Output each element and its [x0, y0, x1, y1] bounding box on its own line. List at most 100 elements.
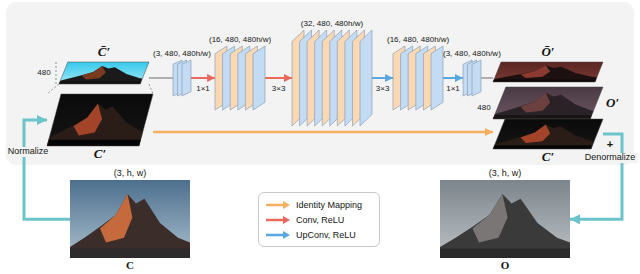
feature-stack: (16, 480, 480h/w): [387, 35, 449, 110]
feature-map: [472, 60, 481, 96]
figure-svg: [493, 119, 603, 149]
legend-arrowhead: [283, 231, 290, 239]
figure-svg: [215, 46, 265, 110]
feature-map: [467, 60, 476, 96]
mountain-light: [473, 194, 508, 242]
legend-box: Identity MappingConv, ReLU UpConv, ReLU: [258, 192, 380, 247]
node-label: C̄′: [98, 45, 110, 60]
feature-map: [292, 30, 304, 126]
feature-map: [330, 30, 342, 126]
legend-line: [266, 203, 284, 206]
edge-label: 3×3: [270, 85, 288, 94]
feature-map: [431, 46, 443, 110]
node-label: (3, h, w): [489, 168, 522, 178]
image-figure: [493, 119, 603, 149]
photo-node: (3, h, w)C: [70, 168, 190, 272]
stack-figure: [393, 46, 443, 110]
edge-label: 3×3: [374, 85, 392, 94]
legend-row: UpConv, ReLU: [265, 227, 373, 242]
mountain: [440, 194, 570, 258]
feature-map: [337, 30, 349, 126]
figure-svg: [47, 94, 153, 146]
dimension-label: 480: [35, 69, 52, 78]
sky: [70, 180, 190, 258]
figure-svg: [493, 87, 603, 119]
edge-label: Denormalize: [583, 153, 638, 163]
feature-map: [463, 60, 472, 96]
mountain-light: [74, 103, 103, 135]
mountain-light: [521, 66, 551, 78]
edge-label: 1×1: [194, 85, 212, 94]
connector: [372, 77, 393, 79]
feature-stack: (32, 480, 480h/w): [292, 19, 372, 126]
mountain: [47, 103, 153, 146]
feature-map: [307, 30, 319, 126]
feature-map: [360, 30, 372, 126]
legend-row: Conv, ReLU: [265, 212, 373, 227]
image-figure: [70, 180, 190, 258]
node-label: C: [126, 259, 134, 272]
legend-text: UpConv, ReLU: [296, 230, 356, 240]
mountain: [70, 194, 190, 258]
image-figure: [493, 62, 603, 82]
mountain-light: [521, 124, 551, 143]
feature-stack: (3, 480, 480h/w): [153, 49, 211, 96]
figure-svg: [463, 60, 481, 96]
image-node: O′: [493, 87, 619, 119]
feature-stack: (3, 480, 480h/w): [443, 49, 501, 96]
image-outline: [59, 62, 149, 84]
mountain-light: [82, 66, 106, 80]
node-label: C′: [94, 147, 106, 162]
legend-row: Identity Mapping: [265, 197, 373, 212]
edge-label: 1×1: [444, 85, 462, 94]
tensor-shape: (16, 480, 480h/w): [387, 35, 449, 44]
figure-svg: [70, 180, 190, 258]
mountain: [493, 66, 603, 82]
feature-map: [173, 60, 182, 96]
figure-svg: [493, 62, 603, 82]
stack-figure: [215, 46, 265, 110]
feature-map: [315, 30, 327, 126]
feature-map: [401, 46, 413, 110]
figure-svg: [59, 62, 149, 84]
ground: [493, 115, 603, 119]
stack-figure: [173, 60, 191, 96]
legend-sample: [265, 215, 291, 225]
connector: [24, 120, 70, 219]
feature-map: [223, 46, 235, 110]
sky: [493, 119, 603, 149]
feature-map: [230, 46, 242, 110]
image-node: C′: [493, 119, 603, 165]
dimension-label: 480: [475, 104, 492, 113]
feature-map: [300, 30, 312, 126]
feature-map: [215, 46, 227, 110]
feature-map: [322, 30, 334, 126]
sky: [440, 180, 570, 258]
photo-node: (3, h, w) O: [440, 168, 570, 272]
ground: [70, 249, 190, 258]
guide-line: [47, 84, 59, 94]
figure-svg: [393, 46, 443, 110]
image-outline: [493, 87, 603, 119]
ground: [493, 145, 603, 149]
ground: [47, 140, 153, 146]
edge-label: Normalize: [6, 147, 51, 157]
ground: [493, 80, 603, 82]
node-label: O: [501, 259, 510, 272]
legend-line: [266, 233, 284, 236]
connector: [265, 77, 292, 79]
guide-line: [149, 84, 153, 94]
connector: [570, 134, 622, 219]
image-node: Ō′: [493, 45, 603, 82]
feature-map: [238, 46, 250, 110]
mountain: [59, 66, 149, 84]
feature-map: [253, 46, 265, 110]
ground: [440, 249, 570, 258]
feature-map: [416, 46, 428, 110]
connector: [481, 77, 493, 79]
sky: [493, 87, 603, 119]
feature-map: [345, 30, 357, 126]
mountain: [493, 93, 603, 119]
connector: [443, 77, 463, 79]
figure-svg: [292, 30, 372, 126]
